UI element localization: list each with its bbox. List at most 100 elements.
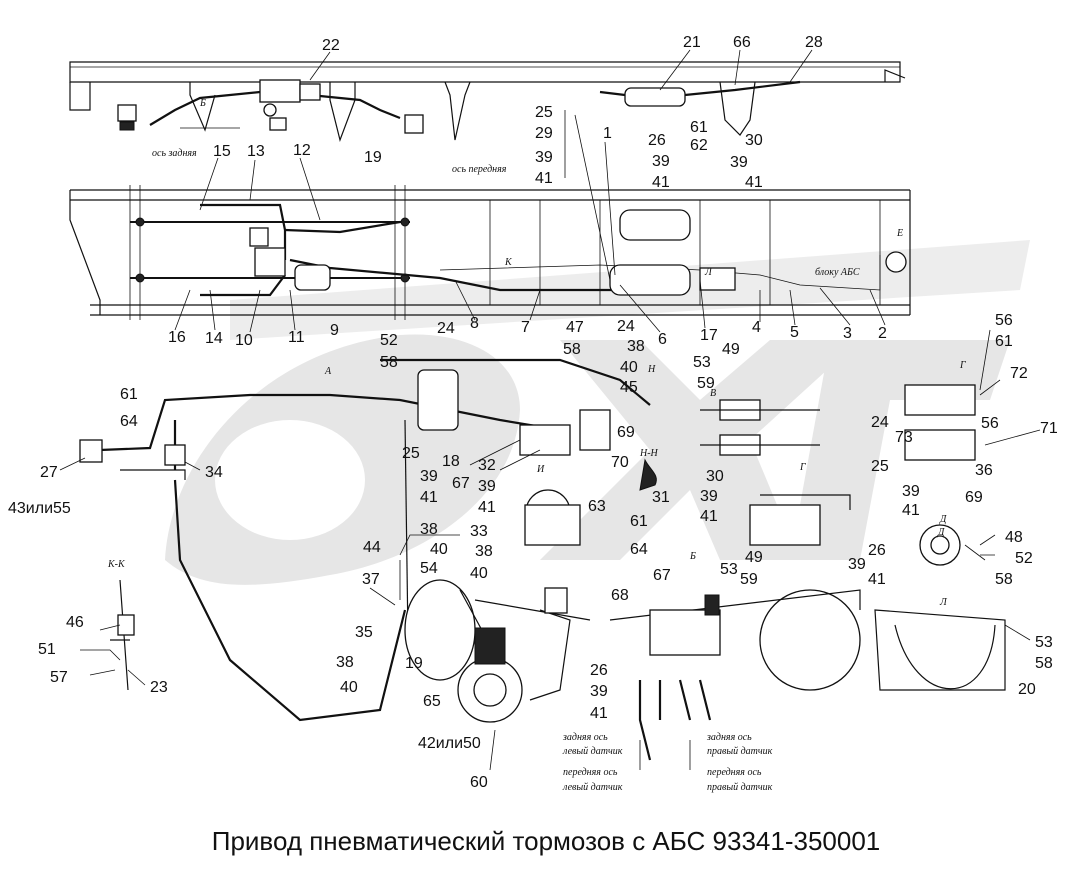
label-39c: 39 [730, 154, 748, 171]
top-side-view [69, 61, 906, 143]
label-62: 62 [690, 137, 708, 154]
label-18: 18 [442, 453, 460, 470]
label-64b: 64 [630, 541, 648, 558]
view-L: Л [704, 267, 713, 278]
label-40d: 40 [340, 679, 358, 696]
label-53b: 53 [720, 561, 738, 578]
label-20: 20 [1018, 681, 1036, 698]
front-right-note-1: передняя ось [707, 767, 762, 778]
label-30: 30 [745, 132, 763, 149]
label-29: 29 [535, 125, 553, 142]
label-40: 40 [620, 359, 638, 376]
label-48: 48 [1005, 529, 1023, 546]
view-A: А [324, 366, 332, 377]
view-K-K: К-К [107, 559, 126, 570]
label-39i: 39 [590, 683, 608, 700]
label-39h: 39 [848, 556, 866, 573]
label-73: 73 [895, 429, 913, 446]
rear-axle-note: ось задняя [152, 148, 197, 159]
label-64: 64 [120, 413, 138, 430]
label-15: 15 [213, 143, 231, 160]
view-G2: Г [799, 462, 806, 473]
label-11: 11 [288, 329, 305, 346]
label-38b: 38 [420, 521, 438, 538]
view-K: К [504, 257, 513, 268]
view-N-N: Н-Н [639, 448, 659, 459]
label-39f: 39 [700, 488, 718, 505]
label-39e: 39 [478, 478, 496, 495]
label-46: 46 [66, 614, 84, 631]
label-13: 13 [247, 143, 265, 160]
label-38c: 38 [475, 543, 493, 560]
label-58c: 58 [995, 571, 1013, 588]
label-60: 60 [470, 774, 488, 791]
label-49: 49 [722, 341, 740, 358]
rear-right-note-1: задняя ось [706, 732, 752, 743]
abs-block-note: блоку АБС [815, 267, 860, 278]
label-53c: 53 [1035, 634, 1053, 651]
label-52b: 52 [1015, 550, 1033, 567]
label-69b: 69 [965, 489, 983, 506]
label-8: 8 [470, 315, 479, 332]
front-left-note-1: передняя ось [563, 767, 618, 778]
label-43-or-55: 43или55 [8, 500, 71, 517]
label-53: 53 [693, 354, 711, 371]
label-28: 28 [805, 34, 823, 51]
label-39g: 39 [902, 483, 920, 500]
label-16: 16 [168, 329, 186, 346]
label-56b: 56 [981, 415, 999, 432]
label-31: 31 [652, 489, 670, 506]
rear-right-note-2: правый датчик [707, 746, 773, 757]
label-59: 59 [697, 375, 715, 392]
label-26b: 26 [868, 542, 886, 559]
label-17: 17 [700, 327, 718, 344]
label-1: 1 [603, 125, 612, 142]
label-51: 51 [38, 641, 56, 658]
view-B: Б [199, 98, 206, 109]
annotations: ось задняя ось передняя блоку АБС задняя… [107, 98, 966, 793]
label-41e: 41 [478, 499, 496, 516]
label-41: 41 [535, 170, 553, 187]
drawing-title: Привод пневматический тормозов с АБС 933… [211, 826, 881, 856]
label-63: 63 [588, 498, 606, 515]
label-38: 38 [627, 338, 645, 355]
label-41f: 41 [700, 508, 718, 525]
front-right-note-2: правый датчик [707, 782, 773, 793]
lower-assembly [79, 358, 1006, 761]
label-3: 3 [843, 325, 852, 342]
label-35: 35 [355, 624, 373, 641]
label-32: 32 [478, 457, 496, 474]
leader-lines [59, 49, 1041, 771]
label-39b: 39 [652, 153, 670, 170]
label-71: 71 [1040, 420, 1058, 437]
label-27: 27 [40, 464, 58, 481]
label-10: 10 [235, 332, 253, 349]
view-V: В [710, 388, 716, 399]
label-61b: 61 [995, 333, 1013, 350]
label-12: 12 [293, 142, 311, 159]
label-24b: 24 [617, 318, 635, 335]
label-41h: 41 [868, 571, 886, 588]
label-26c: 26 [590, 662, 608, 679]
view-B2: Б [689, 551, 696, 562]
rear-left-note-2: левый датчик [562, 746, 623, 757]
label-67: 67 [452, 475, 470, 492]
label-40b: 40 [430, 541, 448, 558]
label-58: 58 [380, 354, 398, 371]
label-67b: 67 [653, 567, 671, 584]
plan-view [69, 185, 911, 320]
label-24c: 24 [871, 414, 889, 431]
view-G: Г [959, 360, 966, 371]
view-E: Е [896, 228, 903, 239]
label-45: 45 [620, 379, 638, 396]
label-6: 6 [658, 331, 667, 348]
label-52: 52 [380, 332, 398, 349]
label-19: 19 [364, 149, 382, 166]
label-33: 33 [470, 523, 488, 540]
label-39: 39 [535, 149, 553, 166]
label-66: 66 [733, 34, 751, 51]
label-49b: 49 [745, 549, 763, 566]
label-69: 69 [617, 424, 635, 441]
label-58b: 58 [563, 341, 581, 358]
